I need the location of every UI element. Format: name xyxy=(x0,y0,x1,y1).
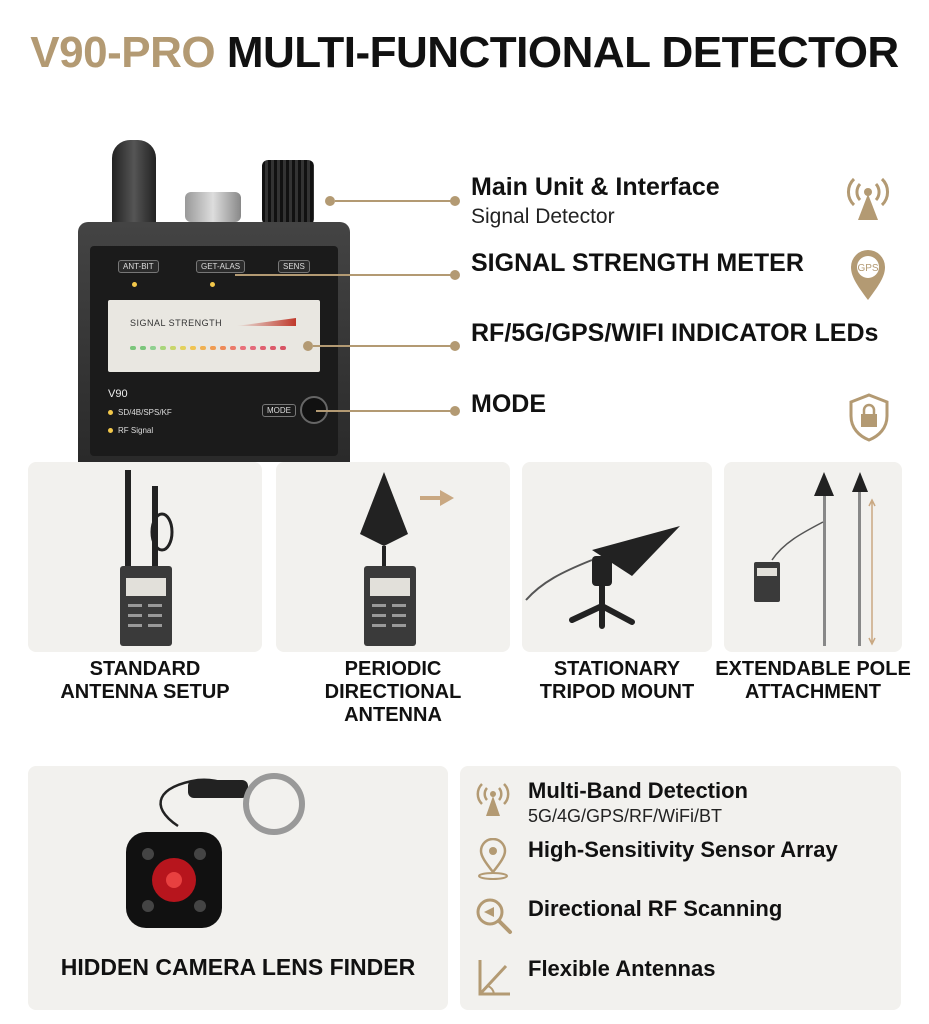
card-extendable-pole xyxy=(724,462,902,652)
card-label-line: PERIODIC xyxy=(344,658,442,680)
feature-title: High-Sensitivity Sensor Array xyxy=(528,837,838,862)
card-label-tripod: STATIONARY TRIPOD MOUNT xyxy=(522,658,712,704)
device-line-2: RF Signal xyxy=(108,426,153,435)
card-label-standard: STANDARD ANTENNA SETUP xyxy=(28,658,262,704)
callout-line xyxy=(313,345,455,347)
card-label-line: ATTACHMENT xyxy=(745,681,881,703)
device-line-1-text: SD/4B/SPS/KF xyxy=(118,408,172,417)
callout-line xyxy=(335,200,455,202)
meter-label: SIGNAL STRENGTH xyxy=(130,318,223,328)
device-led xyxy=(132,282,137,287)
card-label-line: DIRECTIONAL ANTENNA xyxy=(324,681,462,726)
device-knob xyxy=(262,160,314,225)
card-periodic-antenna xyxy=(276,462,510,652)
periodic-antenna-illustration xyxy=(360,472,454,646)
device-model: V90 xyxy=(108,388,128,400)
device-led xyxy=(210,282,215,287)
extendable-pole-illustration xyxy=(754,472,876,646)
features-card xyxy=(460,766,901,1010)
card-label-line: TRIPOD MOUNT xyxy=(539,681,695,703)
callout-title-leds: RF/5G/GPS/WIFI INDICATOR LEDs xyxy=(471,319,879,347)
card-label-line: EXTENDABLE POLE xyxy=(715,658,911,680)
callout-subtitle-main-unit: Signal Detector xyxy=(471,205,615,228)
callout-title-meter: SIGNAL STRENGTH METER xyxy=(471,249,804,277)
callout-dot xyxy=(450,196,460,206)
page-title: V90-PRO MULTI-FUNCTIONAL DETECTOR xyxy=(0,28,929,78)
lens-finder-label: HIDDEN CAMERA LENS FINDER xyxy=(60,954,416,980)
card-label-line: STATIONARY xyxy=(553,658,681,680)
callout-title-main-unit: Main Unit & Interface xyxy=(471,173,720,201)
callout-dot xyxy=(450,341,460,351)
card-label-pole: EXTENDABLE POLE ATTACHMENT xyxy=(714,658,912,704)
device-button-get: GET-ALAS xyxy=(196,260,246,273)
feature-title: Directional RF Scanning xyxy=(528,896,783,921)
antenna-angle-icon xyxy=(478,960,510,996)
feature-subtitle: 5G/4G/GPS/RF/WiFi/BT xyxy=(528,806,723,826)
gps-pin-text: GPS xyxy=(857,263,878,274)
device-line-2-text: RF Signal xyxy=(118,426,154,435)
scan-magnifier-icon xyxy=(476,898,512,934)
callout-dot xyxy=(303,341,313,351)
lens-finder-illustration xyxy=(126,773,305,928)
callout-line xyxy=(235,274,455,276)
callout-dot xyxy=(450,406,460,416)
standard-antenna-illustration xyxy=(120,470,174,646)
device-button-sens: SENS xyxy=(278,260,310,273)
location-pin-icon xyxy=(478,838,508,880)
callout-dot xyxy=(450,270,460,280)
card-label-line: ANTENNA SETUP xyxy=(60,681,230,703)
title-rest: MULTI-FUNCTIONAL DETECTOR xyxy=(226,28,899,77)
feature-title: Multi-Band Detection xyxy=(528,778,748,803)
device-mode-label: MODE xyxy=(262,404,296,417)
meter-leds xyxy=(130,346,286,350)
card-standard-antenna xyxy=(28,462,262,652)
card-tripod-mount xyxy=(522,462,712,652)
signal-meter: SIGNAL STRENGTH xyxy=(108,300,320,372)
signal-tower-icon xyxy=(476,783,510,816)
meter-bar xyxy=(236,318,296,326)
card-label-periodic: PERIODIC DIRECTIONAL ANTENNA xyxy=(276,658,510,727)
gps-pin-icon: GPS xyxy=(851,250,885,300)
lens-finder-card: HIDDEN CAMERA LENS FINDER xyxy=(28,766,448,1010)
callout-line xyxy=(316,410,455,412)
tripod-mount-illustration xyxy=(525,526,680,629)
device-connector xyxy=(185,192,241,222)
device-button-ant: ANT-BIT xyxy=(118,260,159,273)
device-hero: ANT-BIT GET-ALAS SENS SIGNAL STRENGTH V9… xyxy=(70,130,360,462)
signal-tower-icon xyxy=(847,177,889,220)
title-accent: V90-PRO xyxy=(30,28,216,77)
device-panel: ANT-BIT GET-ALAS SENS SIGNAL STRENGTH V9… xyxy=(90,246,338,456)
callout-dot xyxy=(325,196,335,206)
callout-title-mode: MODE xyxy=(471,390,546,418)
feature-title: Flexible Antennas xyxy=(528,956,716,981)
shield-lock-icon xyxy=(849,393,889,442)
device-line-1: SD/4B/SPS/KF xyxy=(108,408,172,417)
card-label-line: STANDARD xyxy=(89,658,201,680)
